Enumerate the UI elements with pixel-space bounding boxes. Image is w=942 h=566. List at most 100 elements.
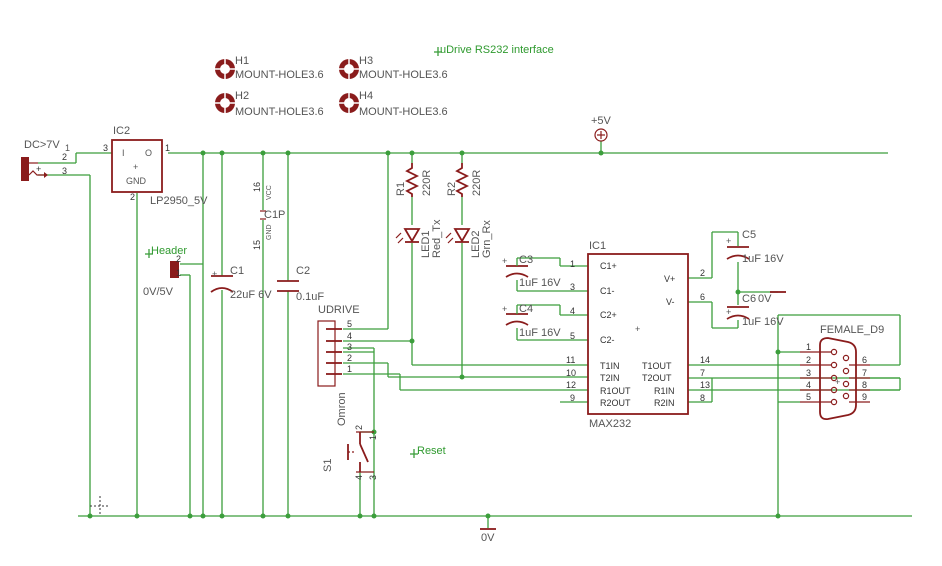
- capacitor-icon: [726, 254, 750, 260]
- pin-number: 8: [700, 393, 705, 403]
- pin-number: 6: [862, 355, 867, 365]
- resistor-ref: R1: [395, 182, 407, 196]
- pin-number: 9: [862, 392, 867, 402]
- pin-name: VCC: [266, 185, 273, 200]
- capacitor-c1: + C1 22uF 6V: [210, 265, 272, 301]
- capacitor-ref: C2: [296, 265, 310, 277]
- d9-pin: [830, 348, 838, 356]
- pin-number: 3: [103, 143, 108, 153]
- d9-center-mark: +: [835, 377, 840, 387]
- ic-pin-name: R1IN: [654, 386, 675, 396]
- d9-pin: [830, 386, 838, 394]
- mount-hole-value: MOUNT-HOLE3.6: [359, 69, 448, 81]
- capacitor-c4: + C4 1uF 16V: [502, 303, 561, 339]
- pin-number: 1: [806, 342, 811, 352]
- capacitor-c6: + C6 0V 1uF 16V: [726, 291, 786, 328]
- header-value: 0V/5V: [143, 286, 174, 298]
- reset-label-group: Reset: [410, 445, 446, 458]
- connector-body: [317, 320, 336, 387]
- vcc-icon: [594, 128, 608, 142]
- mount-hole-ref: H2: [235, 90, 249, 102]
- pin-number: 10: [566, 368, 576, 378]
- capacitor-ref: C1P: [264, 209, 285, 221]
- vcc-label: +5V: [591, 115, 612, 127]
- ic-pin-name: C2-: [600, 335, 615, 345]
- led-icon: [445, 232, 452, 239]
- pin-number: 4: [806, 380, 811, 390]
- led-2: LED2 Grn_Rx: [445, 220, 493, 258]
- led-value: Red_Tx: [431, 219, 443, 258]
- female-d9-connector: FEMALE_D9 + 1 2 3 4 5 6 7: [800, 324, 884, 421]
- pin-number: 7: [700, 368, 705, 378]
- pin-number: 5: [806, 392, 811, 402]
- mount-hole-h4: H4 MOUNT-HOLE3.6: [338, 90, 448, 118]
- pin-number: 7: [862, 368, 867, 378]
- junction: [285, 513, 291, 519]
- resistor-icon: [454, 163, 470, 197]
- pin-number: 5: [570, 331, 575, 341]
- regulator-value: LP2950_5V: [150, 195, 208, 207]
- resistor-value: 220R: [421, 170, 433, 196]
- pin-number: 2: [347, 353, 352, 363]
- capacitor-ref: C3: [519, 254, 533, 266]
- pin-number: 2: [806, 355, 811, 365]
- d9-pin: [842, 354, 850, 362]
- capacitor-value: 1uF 16V: [742, 253, 784, 265]
- ic-center-mark: +: [635, 324, 640, 334]
- junction: [87, 513, 93, 519]
- pin-number: 6: [700, 292, 705, 302]
- junction: [200, 513, 206, 519]
- capacitor-c5: + C5 1uF 16V: [726, 229, 784, 265]
- d9-pin: [830, 398, 838, 406]
- led-icon: [453, 228, 471, 243]
- ic-body: [587, 253, 689, 415]
- junction: [371, 513, 377, 519]
- header-jumper: Header 2 1 0V/5V: [143, 245, 187, 298]
- capacitor-value: 1uF 16V: [519, 277, 561, 289]
- led-ref: LED2: [470, 230, 482, 258]
- connector-pins: [326, 328, 342, 375]
- pin-number: 3: [806, 368, 811, 378]
- ic-pin-name: C1-: [600, 286, 615, 296]
- title-group: uDrive RS232 interface: [434, 44, 554, 56]
- reset-label: Reset: [417, 445, 446, 457]
- regulator-center-mark: +: [133, 162, 138, 172]
- led-icon: [447, 237, 454, 244]
- header-ref: Header: [151, 245, 187, 257]
- capacitor-ref: C1: [230, 265, 244, 277]
- capacitor-icon: [726, 314, 750, 320]
- capacitor-c2: C2 0.1uF: [277, 265, 324, 303]
- pin-number: 1: [368, 435, 378, 440]
- pin-number: 5: [347, 319, 352, 329]
- junction: [260, 150, 266, 156]
- pin-number: 4: [354, 475, 364, 480]
- d9-pin: [842, 367, 850, 375]
- capacitor-value: 22uF 6V: [230, 289, 272, 301]
- led-1: LED1 Red_Tx: [395, 219, 443, 258]
- d9-pin: [842, 380, 850, 388]
- mount-hole-ref: H3: [359, 55, 373, 67]
- pin-number: 16: [252, 182, 262, 192]
- header-body: [170, 261, 179, 278]
- regulator-pin-gnd: GND: [126, 176, 147, 186]
- resistor-value: 220R: [471, 170, 483, 196]
- schematic-title: uDrive RS232 interface: [440, 44, 554, 56]
- pin-number: 15: [252, 240, 262, 250]
- junction: [775, 349, 781, 355]
- junction: [200, 150, 206, 156]
- ic-pin-name: R2IN: [654, 398, 675, 408]
- junction: [409, 150, 415, 156]
- pin-number: 3: [347, 342, 352, 352]
- capacitor-ref: C5: [742, 229, 756, 241]
- pin-number: 2: [354, 425, 364, 430]
- junction: [385, 150, 391, 156]
- mount-hole-value: MOUNT-HOLE3.6: [235, 106, 324, 118]
- switch-value: Omron: [336, 392, 348, 426]
- capacitor-icon: [505, 272, 529, 278]
- capacitor-value: 1uF 16V: [519, 327, 561, 339]
- mount-hole-ref: H1: [235, 55, 249, 67]
- led-icon: [395, 232, 402, 239]
- pin-number: 2: [176, 254, 181, 264]
- switch-s1: S1 Omron 2 1 4 3: [322, 392, 378, 480]
